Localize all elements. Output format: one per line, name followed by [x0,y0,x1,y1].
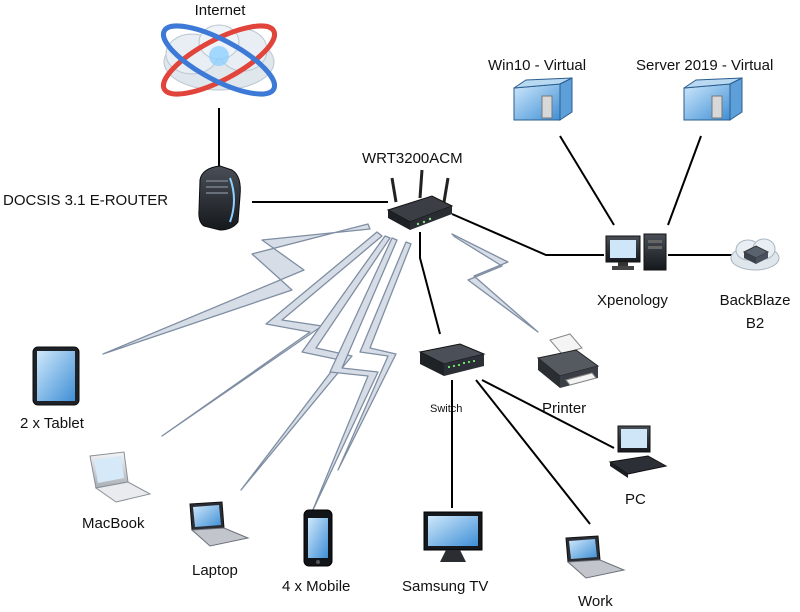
macbook-icon [89,451,152,503]
router-icon [386,169,454,230]
laptop-icon [189,501,250,547]
switch-label: Switch [430,403,463,415]
wifi-mobile [311,237,398,513]
mobile-icon [303,509,333,567]
work-label: Work [578,593,613,610]
printer-icon [536,333,600,388]
wifi-printer [451,233,539,333]
pc-icon [608,425,668,478]
link-switch-work [475,379,591,525]
mobile-label: 4 x Mobile [282,578,351,595]
backblaze-label-line2: B2 [745,315,765,332]
backblaze-label-line1: BackBlaze [719,292,791,309]
win10-label: Win10 - Virtual [488,57,587,74]
link-router-switch [419,232,441,335]
samsung-tv-label: Samsung TV [402,578,489,595]
wifi-macbook [161,231,383,437]
wifi-laptop [240,235,391,491]
wireless-links [102,223,539,513]
router-label: WRT3200ACM [362,150,463,167]
laptop-label: Laptop [192,562,238,579]
internet-label: Internet [194,2,246,19]
tv-icon [423,511,483,562]
tablet-label: 2 x Tablet [20,415,84,432]
tablet-icon [32,346,80,406]
printer-label: Printer [542,400,587,417]
internet-cloud-icon [160,23,278,97]
backblaze-cloud-icon [730,238,780,271]
win10-vm-icon [513,77,573,121]
wired-links [218,108,733,525]
wifi-tablet [102,223,371,355]
wifi-mobile-2 [337,241,412,471]
link-server-xpenology [667,135,702,226]
xpenology-label: Xpenology [597,292,668,309]
macbook-label: MacBook [82,515,145,532]
server2019-label: Server 2019 - Virtual [636,57,774,74]
pc-label: PC [625,491,646,508]
server2019-vm-icon [683,77,743,121]
link-win10-xpenology [559,135,615,226]
link-router-xpenology [451,213,604,256]
work-laptop-icon [565,535,626,579]
link-switch-pc [481,379,615,449]
switch-icon [418,343,486,376]
modem-label: DOCSIS 3.1 E-ROUTER [3,192,169,209]
xpenology-icon [605,233,667,271]
modem-icon [198,165,241,231]
